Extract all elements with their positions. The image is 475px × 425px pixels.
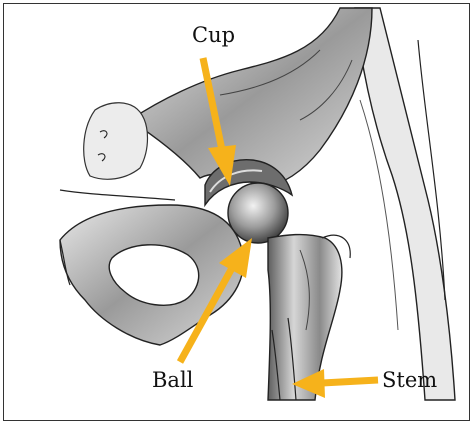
label-stem: Stem <box>382 370 437 391</box>
femoral-ball <box>228 183 288 243</box>
lower-pelvis <box>60 205 243 345</box>
label-cup: Cup <box>192 25 235 46</box>
thigh-outline <box>355 8 455 400</box>
label-ball: Ball <box>152 370 193 391</box>
femur-stem <box>268 235 350 400</box>
